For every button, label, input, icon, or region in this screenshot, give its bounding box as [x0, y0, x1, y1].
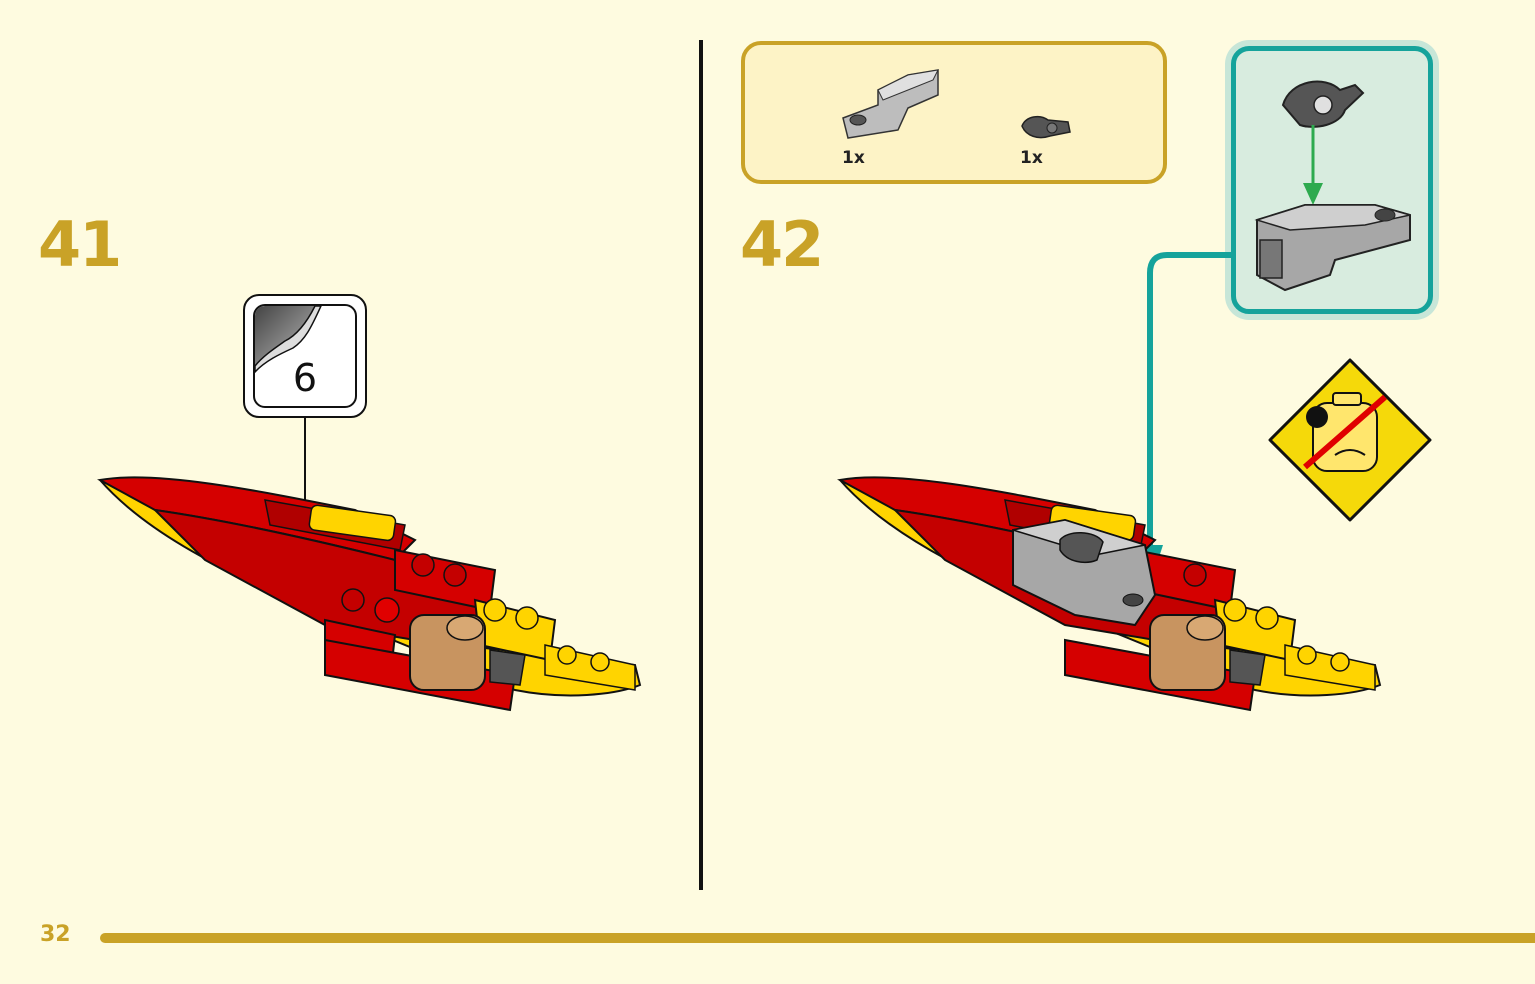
sticker-number: 6: [292, 356, 318, 400]
boat-model-step42: [837, 476, 1382, 712]
page-number: 32: [40, 922, 71, 947]
boat-model-step41: [97, 476, 642, 712]
page-progress-bar: [100, 933, 1535, 943]
sticker-leader-line: [304, 418, 306, 504]
step-number-42: 42: [740, 208, 824, 281]
parts-list-box: [741, 41, 1167, 184]
sticker-callout: 6: [243, 294, 367, 418]
part-qty-2: 1x: [1020, 148, 1043, 168]
step-number-41: 41: [38, 208, 122, 281]
step-divider: [699, 40, 703, 890]
warning-no-mouth-icon: [1268, 358, 1432, 522]
sub-assembly-diagram: [1254, 80, 1411, 292]
dark-grey-clip-icon: [1021, 115, 1071, 139]
sticker-icon: 6: [253, 304, 357, 408]
part-qty-1: 1x: [842, 148, 865, 168]
grey-bracket-plate-icon: [842, 69, 939, 139]
